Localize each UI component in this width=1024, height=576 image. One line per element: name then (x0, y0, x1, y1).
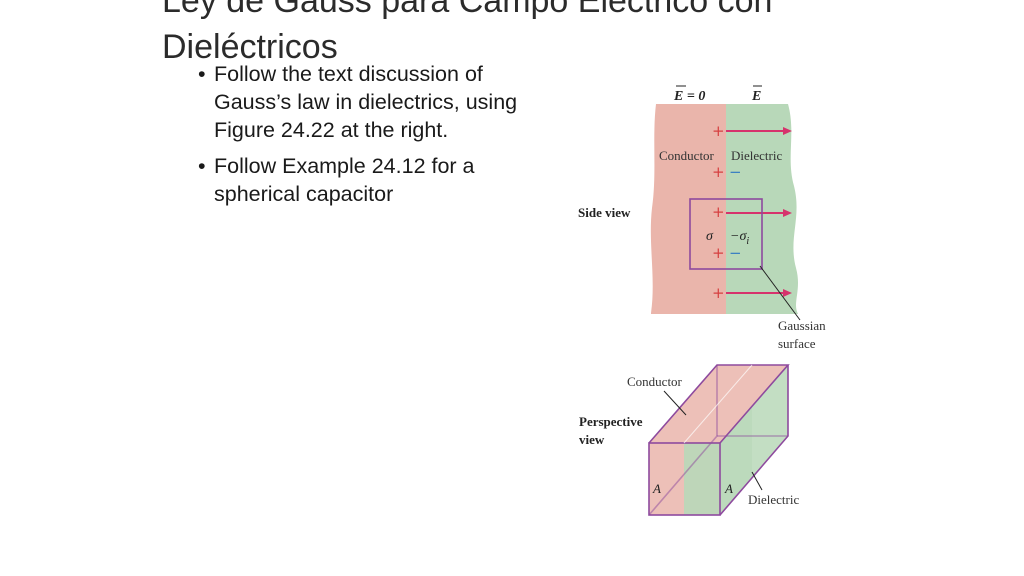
persp-dielectric-label: Dielectric (748, 492, 799, 507)
plus-charges: + + + + + (712, 122, 725, 302)
conductor-region (650, 104, 726, 314)
plus-sign: + (712, 244, 725, 262)
bullet-item: • Follow Example 24.12 for a spherical c… (198, 152, 548, 208)
bullet-dot: • (198, 154, 206, 178)
persp-back-bottom (648, 435, 718, 516)
slide-title: Ley de Gauss para Campo Eléctrico con Di… (162, 0, 773, 66)
minus-charges: − − (729, 163, 742, 262)
side-dielectric-label: Dielectric (731, 148, 782, 163)
sigma-label: σ (706, 229, 714, 244)
e-zero-label: E = 0 (673, 89, 705, 104)
persp-dielectric-front (684, 443, 720, 515)
field-arrowhead (783, 289, 792, 297)
gaussian-surface-box (689, 198, 763, 270)
bullet-item: • Follow the text discussion of Gauss’s … (198, 60, 548, 144)
bullet-list: • Follow the text discussion of Gauss’s … (198, 60, 548, 216)
minus-sign: − (729, 163, 742, 181)
field-arrowhead (783, 127, 792, 135)
bullet-text: Follow Example 24.12 for a spherical cap… (214, 154, 475, 206)
e-label: E (751, 89, 761, 104)
gaussian-label-line1: Gaussian (778, 318, 826, 333)
persp-interface-line (683, 364, 753, 444)
bullet-dot: • (198, 62, 206, 86)
persp-dielectric-side (720, 365, 788, 515)
minus-sign: − (729, 244, 742, 262)
persp-dielectric-leader (751, 471, 763, 491)
perspective-box (648, 364, 790, 516)
field-arrows (726, 127, 792, 297)
figure-24-22: E = 0 E + + + + + − − Conductor Dielectr… (578, 85, 826, 516)
e-zero-text: E = 0 (673, 89, 705, 104)
persp-conductor-leader (663, 390, 687, 416)
gaussian-leader-line (759, 265, 801, 321)
persp-top-edges (648, 364, 790, 444)
area-label-right: A (724, 481, 733, 496)
persp-conductor-label: Conductor (627, 374, 683, 389)
neg-sigma-label: −σi (730, 229, 749, 247)
side-conductor-label: Conductor (659, 148, 715, 163)
persp-view-label-line2: view (579, 432, 605, 447)
plus-sign: + (712, 122, 725, 140)
persp-view-label-line1: Perspective (579, 414, 643, 429)
plus-sign: + (712, 163, 725, 181)
field-arrowhead (783, 209, 792, 217)
neg-sigma-subscript: i (746, 236, 749, 247)
neg-sigma-text: −σ (730, 229, 747, 244)
bullet-text: Follow the text discussion of Gauss’s la… (214, 62, 518, 142)
plus-sign: + (712, 284, 725, 302)
side-view-label: Side view (578, 205, 631, 220)
plus-sign: + (712, 203, 725, 221)
area-label-left: A (652, 481, 661, 496)
gaussian-label-line2: surface (778, 336, 816, 351)
